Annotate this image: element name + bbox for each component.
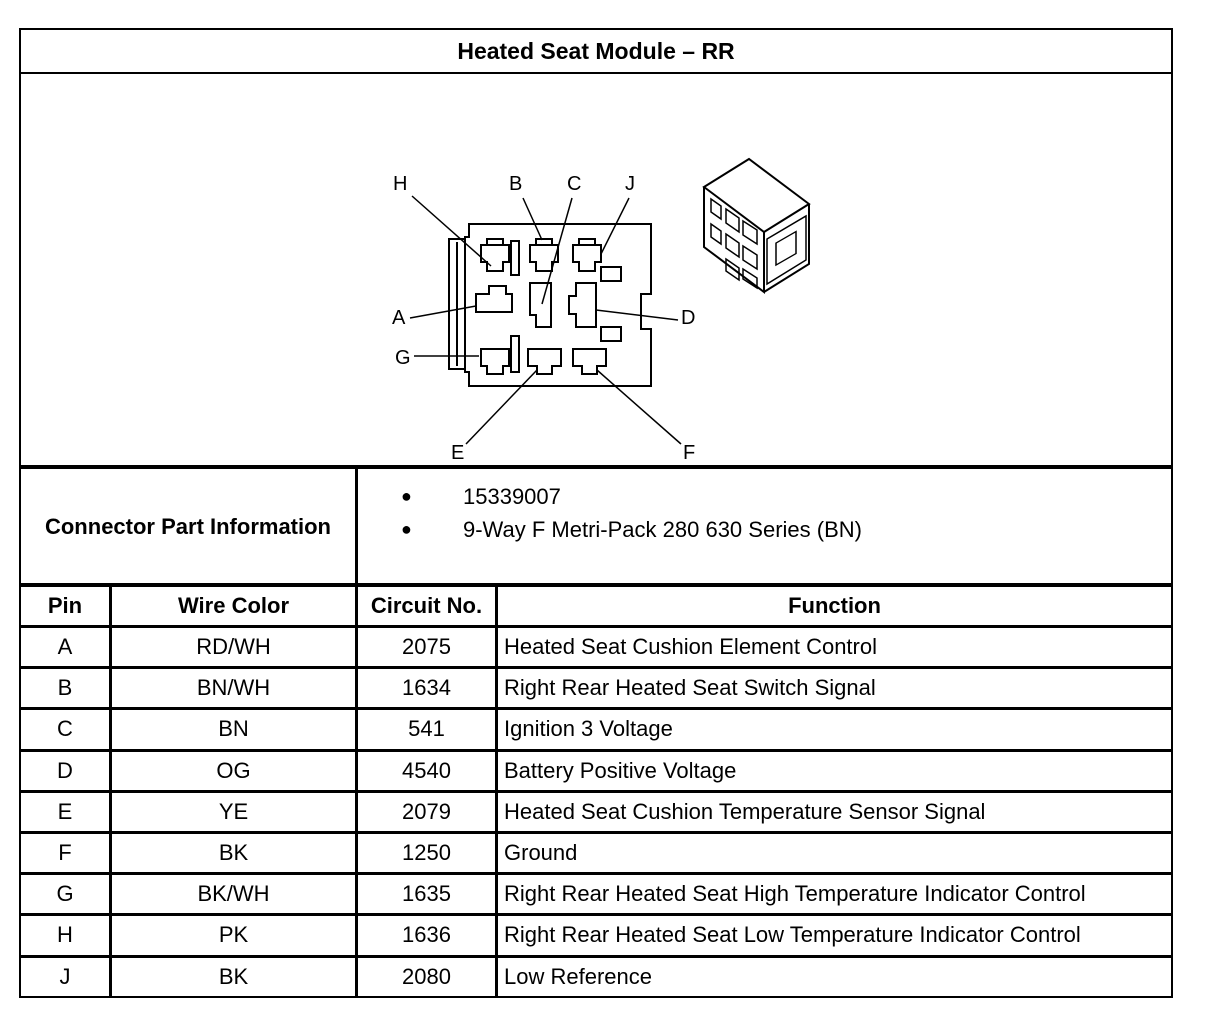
list-item: ● 9-Way F Metri-Pack 280 630 Series (BN) (401, 513, 862, 546)
divider (21, 789, 1171, 793)
pin-label-f: F (683, 442, 695, 464)
pin-label-g: G (395, 347, 411, 369)
divider (21, 954, 1171, 958)
header-circuit-no: Circuit No. (370, 593, 483, 618)
circuit-no-cell: 1634 (402, 675, 451, 701)
divider (21, 465, 1171, 469)
function-cell: Ground (504, 840, 578, 866)
cavity-f (572, 348, 607, 375)
divider (21, 625, 1171, 628)
list-item: ● 15339007 (401, 480, 862, 513)
divider (21, 707, 1171, 711)
divider (355, 585, 358, 998)
latch-bottom (600, 326, 622, 342)
pin-label-a: A (392, 307, 406, 329)
pin-label-e: E (451, 442, 464, 464)
circuit-no-cell: 4540 (402, 757, 451, 783)
function-cell: Heated Seat Cushion Temperature Sensor S… (504, 798, 986, 824)
function-cell: Right Rear Heated Seat Switch Signal (504, 675, 876, 701)
cavity-c (529, 282, 552, 328)
cavity-g (480, 348, 510, 375)
function-cell: Heated Seat Cushion Element Control (504, 634, 877, 660)
divider (21, 872, 1171, 876)
divider (495, 585, 498, 998)
pin-label-c: C (567, 173, 581, 195)
circuit-no-cell: 2080 (402, 963, 451, 989)
key-slot-bottom (510, 335, 520, 373)
pin-cell: A (57, 634, 73, 660)
function-cell: Ignition 3 Voltage (504, 716, 673, 742)
pin-cell: F (58, 840, 72, 866)
wire-color-cell: BN (218, 716, 249, 742)
circuit-no-cell: 1250 (402, 840, 451, 866)
circuit-no-cell: 1636 (402, 922, 451, 948)
pin-label-j: J (625, 173, 635, 195)
pin-cell: D (57, 757, 73, 783)
divider (355, 467, 358, 585)
divider (109, 585, 112, 998)
bullet-icon: ● (401, 519, 412, 539)
divider (21, 913, 1171, 917)
cavity-h (480, 238, 510, 272)
connector-part-number: 15339007 (463, 484, 561, 509)
function-cell: Right Rear Heated Seat Low Temperature I… (504, 922, 1081, 948)
header-wire-color: Wire Color (177, 593, 290, 618)
divider (21, 831, 1171, 834)
circuit-no-cell: 2075 (402, 634, 451, 660)
connector-part-info-list: ● 15339007 ● 9-Way F Metri-Pack 280 630 … (401, 480, 862, 546)
connector-3d-illustration (702, 157, 811, 294)
divider (21, 748, 1171, 752)
cavity-d (568, 282, 597, 328)
connector-side-rail (448, 238, 466, 370)
connector-diagram: H B C J A D G E F (392, 157, 811, 464)
pin-cell: G (56, 881, 74, 907)
bullet-icon: ● (401, 486, 412, 506)
divider (21, 666, 1171, 670)
wire-color-cell: BK (218, 963, 249, 989)
function-cell: Right Rear Heated Seat High Temperature … (504, 881, 1086, 907)
sheet-title: Heated Seat Module – RR (457, 37, 735, 64)
wire-color-cell: RD/WH (196, 634, 271, 660)
pin-cell: H (57, 922, 73, 948)
pin-label-d: D (681, 307, 695, 329)
cavity-j (572, 238, 602, 272)
pin-label-h: H (393, 173, 407, 195)
cavity-e (527, 348, 562, 375)
wire-color-cell: BN/WH (196, 675, 271, 701)
circuit-no-cell: 541 (408, 716, 445, 742)
pin-cell: B (57, 675, 73, 701)
connector-housing (464, 223, 652, 387)
function-cell: Low Reference (504, 963, 652, 989)
pin-cell: J (59, 963, 71, 989)
divider (21, 583, 1171, 587)
divider (21, 72, 1171, 74)
pin-cell: E (57, 798, 73, 824)
connector-description: 9-Way F Metri-Pack 280 630 Series (BN) (463, 517, 862, 542)
wire-color-cell: BK (218, 840, 249, 866)
circuit-no-cell: 1635 (402, 881, 451, 907)
connector-part-info-label: Connector Part Information (44, 514, 331, 539)
circuit-no-cell: 2079 (402, 798, 451, 824)
wire-color-cell: BK/WH (197, 881, 270, 907)
pin-label-b: B (509, 173, 522, 195)
cavity-b (529, 238, 559, 272)
pin-cell: C (57, 716, 73, 742)
wire-color-cell: OG (216, 757, 251, 783)
cavity-a (475, 285, 513, 313)
wire-color-cell: PK (218, 922, 249, 948)
header-pin: Pin (47, 593, 83, 618)
function-cell: Battery Positive Voltage (504, 757, 737, 783)
pinout-sheet: Heated Seat Module – RR (19, 28, 1173, 998)
latch-top (600, 266, 622, 282)
header-function: Function (788, 593, 881, 618)
wire-color-cell: YE (218, 798, 249, 824)
key-slot-top (510, 240, 520, 276)
